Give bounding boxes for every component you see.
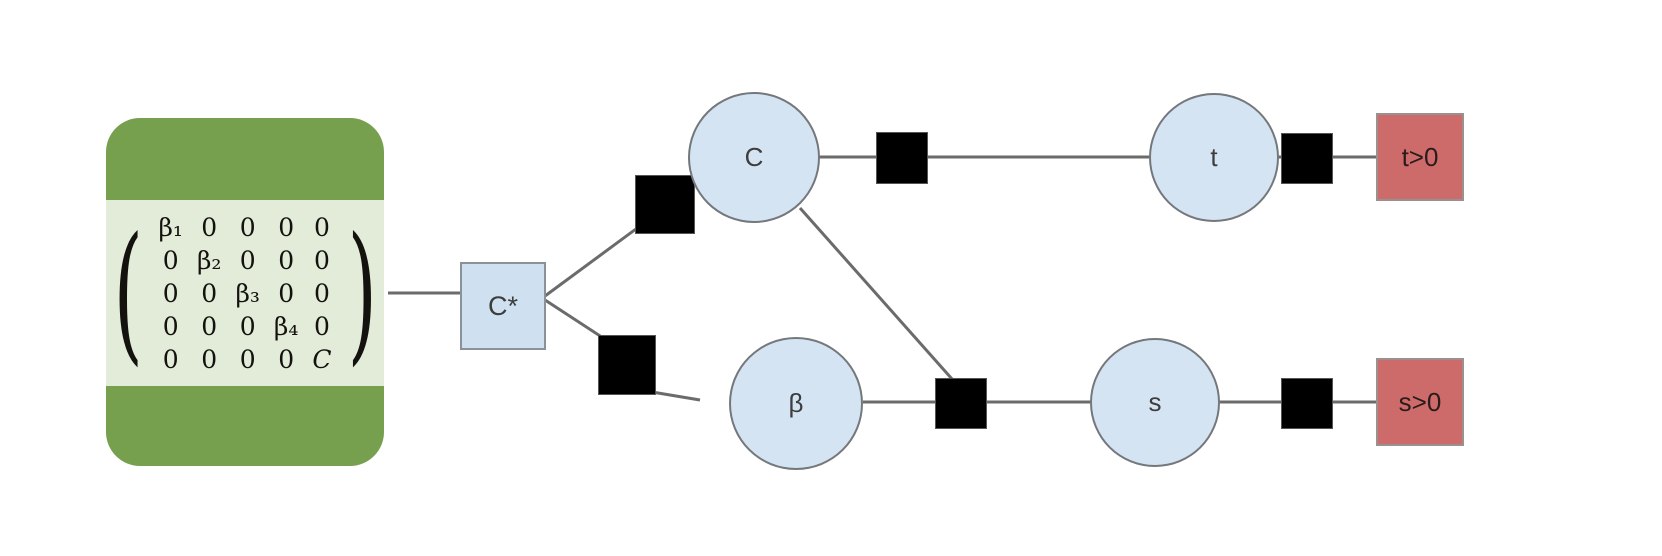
matrix-cell: C xyxy=(305,343,338,376)
place-c-star-label: C* xyxy=(487,290,518,321)
matrix-cell: 0 xyxy=(239,311,256,341)
matrix-row: 0 β₂ 0 0 0 xyxy=(151,244,338,277)
place-beta[interactable]: β xyxy=(729,337,863,470)
matrix-cell: 0 xyxy=(162,344,179,374)
matrix-cell: 0 xyxy=(201,344,218,374)
matrix-row: 0 0 β₃ 0 0 xyxy=(151,277,338,310)
place-c-star[interactable]: C* xyxy=(460,262,546,350)
goal-s-positive-label: s>0 xyxy=(1398,386,1442,417)
transition-c-to-t[interactable] xyxy=(876,132,928,184)
matrix-cell: 0 xyxy=(201,311,218,341)
matrix-cell: 0 xyxy=(201,278,218,308)
matrix-cell: 0 xyxy=(162,311,179,341)
matrix-row: 0 0 0 0 C xyxy=(151,343,338,376)
matrix-cell: 0 xyxy=(278,245,295,275)
matrix-cell-italic: C xyxy=(312,344,332,374)
matrix-cell: β₁ xyxy=(158,212,183,242)
matrix-row: 0 0 0 β₄ 0 xyxy=(151,310,338,343)
matrix-cell: 0 xyxy=(314,245,330,275)
place-c-label: C xyxy=(744,142,764,172)
edge-transition-bottom-to-beta xyxy=(651,390,701,402)
matrix-cell: 0 xyxy=(314,278,330,308)
matrix-open-paren: ( xyxy=(113,205,143,380)
goal-t-positive[interactable]: t>0 xyxy=(1376,113,1464,201)
matrix-band xyxy=(106,200,384,386)
matrix-cell: 0 xyxy=(278,278,295,308)
matrix-content: ( β₁ 0 0 0 0 0 β₂ 0 0 0 xyxy=(106,200,384,386)
matrix-card: ( β₁ 0 0 0 0 0 β₂ 0 0 0 xyxy=(106,118,384,466)
place-s[interactable]: s xyxy=(1090,338,1220,467)
matrix-table: β₁ 0 0 0 0 0 β₂ 0 0 0 0 xyxy=(151,211,338,376)
place-s-label: s xyxy=(1148,387,1162,417)
matrix-cell: 0 xyxy=(239,212,256,242)
transition-beta-c-to-s[interactable] xyxy=(935,378,987,429)
transition-c-star-to-c[interactable] xyxy=(635,175,695,234)
matrix-cell: 0 xyxy=(278,344,295,374)
place-beta-label: β xyxy=(788,388,804,418)
matrix-cell: 0 xyxy=(278,212,295,242)
edge-cstar-to-transition-top xyxy=(544,224,641,298)
transition-s-to-goal[interactable] xyxy=(1281,378,1333,429)
transition-c-star-to-beta[interactable] xyxy=(598,335,656,395)
transition-t-to-goal[interactable] xyxy=(1281,133,1333,184)
matrix-cell: 0 xyxy=(239,344,256,374)
matrix-cell: 0 xyxy=(162,245,179,275)
matrix-close-paren: ) xyxy=(347,205,377,380)
matrix-cell: β₂ xyxy=(196,245,222,275)
edge-c-to-junction xyxy=(798,207,962,389)
matrix-cell: β₃ xyxy=(235,278,260,308)
goal-t-positive-label: t>0 xyxy=(1401,141,1439,172)
matrix-cell: 0 xyxy=(162,278,179,308)
matrix-cell: β₄ xyxy=(273,311,299,341)
matrix-cell: 0 xyxy=(201,212,218,242)
matrix-cell: 0 xyxy=(314,311,330,341)
matrix-row: β₁ 0 0 0 0 xyxy=(151,211,338,244)
place-c[interactable]: C xyxy=(688,92,820,223)
matrix-cell: 0 xyxy=(314,212,330,242)
matrix-cell: 0 xyxy=(239,245,256,275)
place-t[interactable]: t xyxy=(1149,93,1279,222)
goal-s-positive[interactable]: s>0 xyxy=(1376,358,1464,446)
place-t-label: t xyxy=(1210,142,1218,172)
